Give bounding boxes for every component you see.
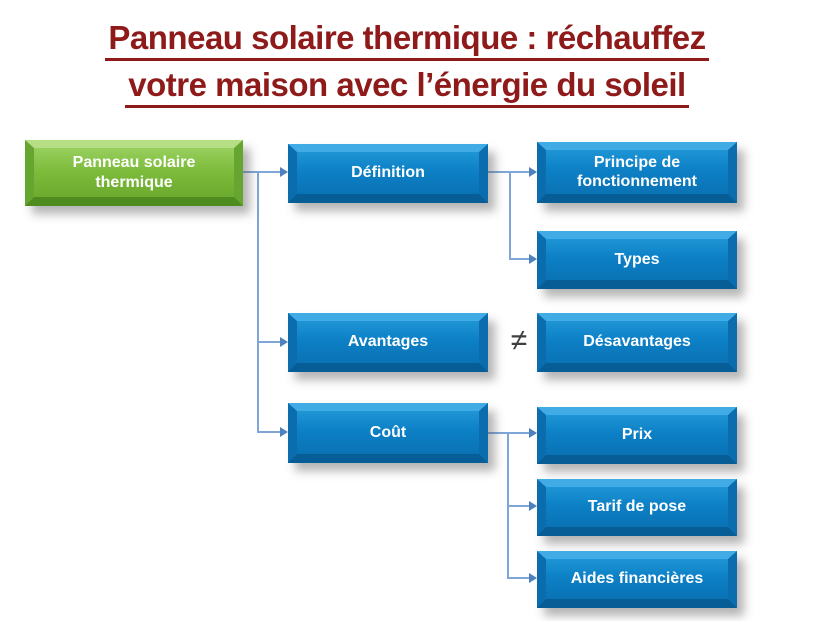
node-avantages-label: Avantages — [347, 333, 429, 351]
arrowhead-into-principe-icon — [529, 167, 537, 177]
arrowhead-into-prix-icon — [529, 428, 537, 438]
arrowhead-into-definition-icon — [280, 167, 288, 177]
connector-branch-definition — [257, 171, 281, 173]
node-desavantages: Désavantages — [537, 313, 737, 372]
arrowhead-into-avantages-icon — [280, 337, 288, 347]
node-principe-de-fonctionnement: Principe de fonctionnement — [537, 142, 737, 203]
connector-branch-aides-financieres — [507, 577, 529, 579]
node-desavantages-label: Désavantages — [583, 333, 691, 351]
connector-branch-avantages — [257, 341, 281, 343]
connector-branch-cout — [257, 431, 281, 433]
connector-definition-vertical — [509, 171, 511, 260]
node-definition-label: Définition — [351, 164, 425, 182]
node-prix: Prix — [537, 407, 737, 464]
node-tarif-de-pose-label: Tarif de pose — [587, 498, 687, 516]
node-definition: Définition — [288, 144, 488, 203]
connector-branch-tarif-de-pose — [507, 505, 529, 507]
connector-branch-types — [509, 258, 529, 260]
connector-root-out — [243, 171, 258, 173]
node-cout-label: Coût — [369, 423, 407, 441]
arrowhead-into-aides-financieres-icon — [529, 573, 537, 583]
page-title: Panneau solaire thermique : réchauffez v… — [0, 14, 814, 108]
node-panneau-solaire-thermique: Panneau solaire thermique — [25, 140, 243, 206]
node-cout: Coût — [288, 403, 488, 463]
node-panneau-solaire-thermique-label: Panneau solaire thermique — [72, 154, 196, 191]
node-principe-de-fonctionnement-label: Principe de fonctionnement — [577, 153, 697, 190]
connector-definition-to-principe — [487, 171, 529, 173]
node-tarif-de-pose: Tarif de pose — [537, 479, 737, 536]
node-types-label: Types — [614, 250, 660, 268]
arrowhead-into-cout-icon — [280, 427, 288, 437]
not-equal-symbol: ≠ — [510, 324, 528, 357]
page-title-line-1-text: Panneau solaire thermique : réchauffez — [105, 19, 709, 61]
arrowhead-into-tarif-de-pose-icon — [529, 501, 537, 511]
connector-trunk-vertical — [257, 171, 259, 433]
node-types: Types — [537, 231, 737, 289]
node-aides-financieres-label: Aides financières — [570, 570, 704, 588]
arrowhead-into-types-icon — [529, 254, 537, 264]
page-title-line-1: Panneau solaire thermique : réchauffez — [0, 14, 814, 61]
page-title-line-2-text: votre maison avec l’énergie du soleil — [125, 66, 689, 108]
node-prix-label: Prix — [621, 426, 653, 444]
node-avantages: Avantages — [288, 313, 488, 372]
node-aides-financieres: Aides financières — [537, 551, 737, 608]
page-title-line-2: votre maison avec l’énergie du soleil — [0, 61, 814, 108]
